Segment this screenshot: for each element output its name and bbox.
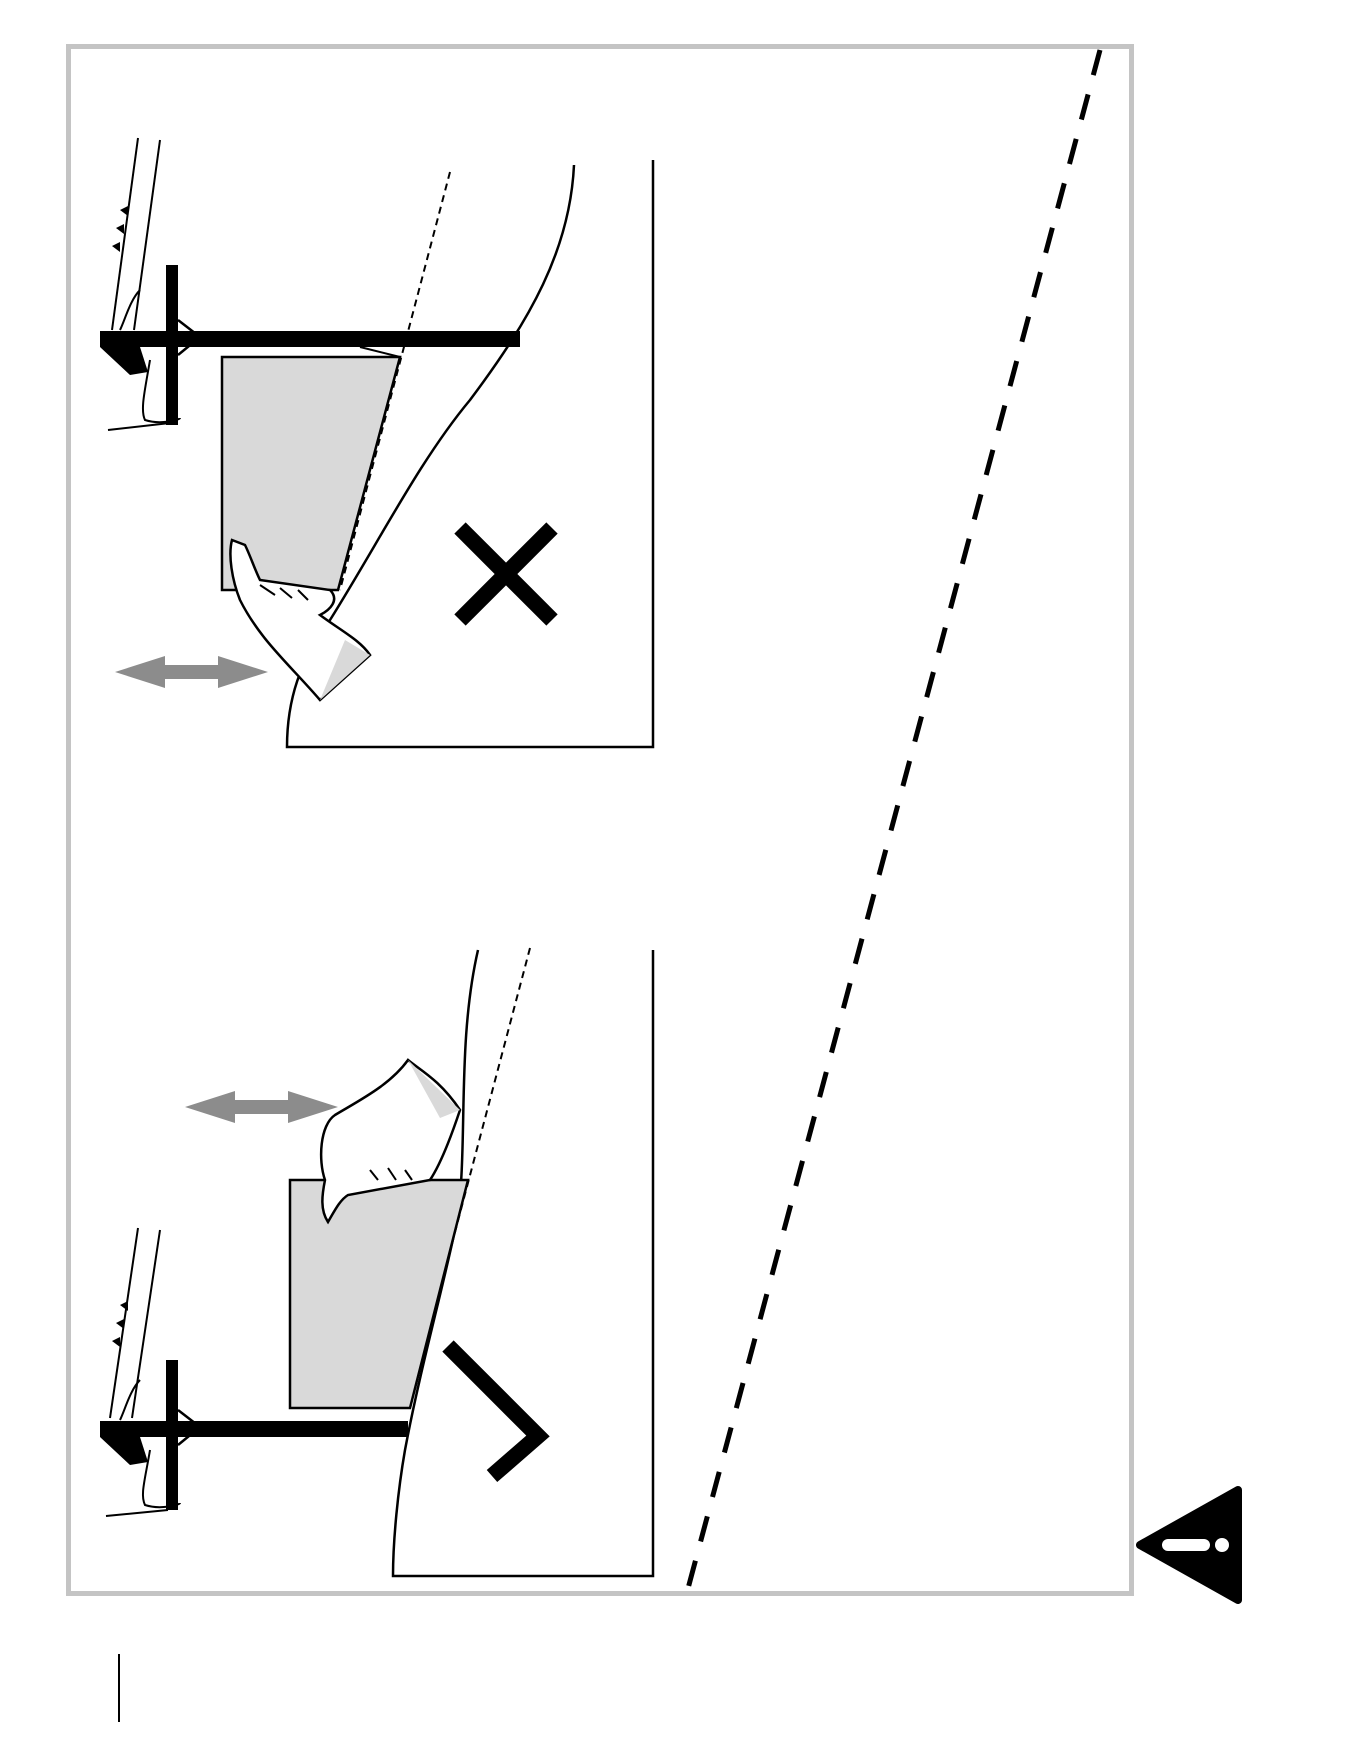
machine-edge-line: [134, 140, 160, 330]
incorrect-method-figure: [100, 138, 653, 747]
diagonal-dashed-line: [686, 50, 1100, 1596]
vertical-post: [166, 265, 178, 425]
screw-icon: [112, 1301, 128, 1347]
warning-triangle-icon: [1140, 1490, 1238, 1600]
machine-edge-line: [112, 138, 138, 330]
vertical-post: [166, 1360, 178, 1510]
correct-method-figure: [100, 948, 653, 1576]
base-line: [106, 1510, 168, 1516]
paper-edge: [360, 347, 400, 357]
bracket: [100, 347, 148, 375]
base-line: [108, 423, 170, 430]
bracket: [100, 1437, 148, 1465]
machine-edge-line: [132, 1230, 160, 1418]
horizontal-bar: [100, 1421, 408, 1437]
footer-rule: [118, 1654, 120, 1722]
horizontal-bar: [100, 331, 520, 347]
double-arrow-icon: [185, 1091, 338, 1123]
cross-icon: [460, 528, 552, 620]
double-arrow-icon: [115, 656, 268, 688]
check-icon: [448, 1346, 538, 1476]
